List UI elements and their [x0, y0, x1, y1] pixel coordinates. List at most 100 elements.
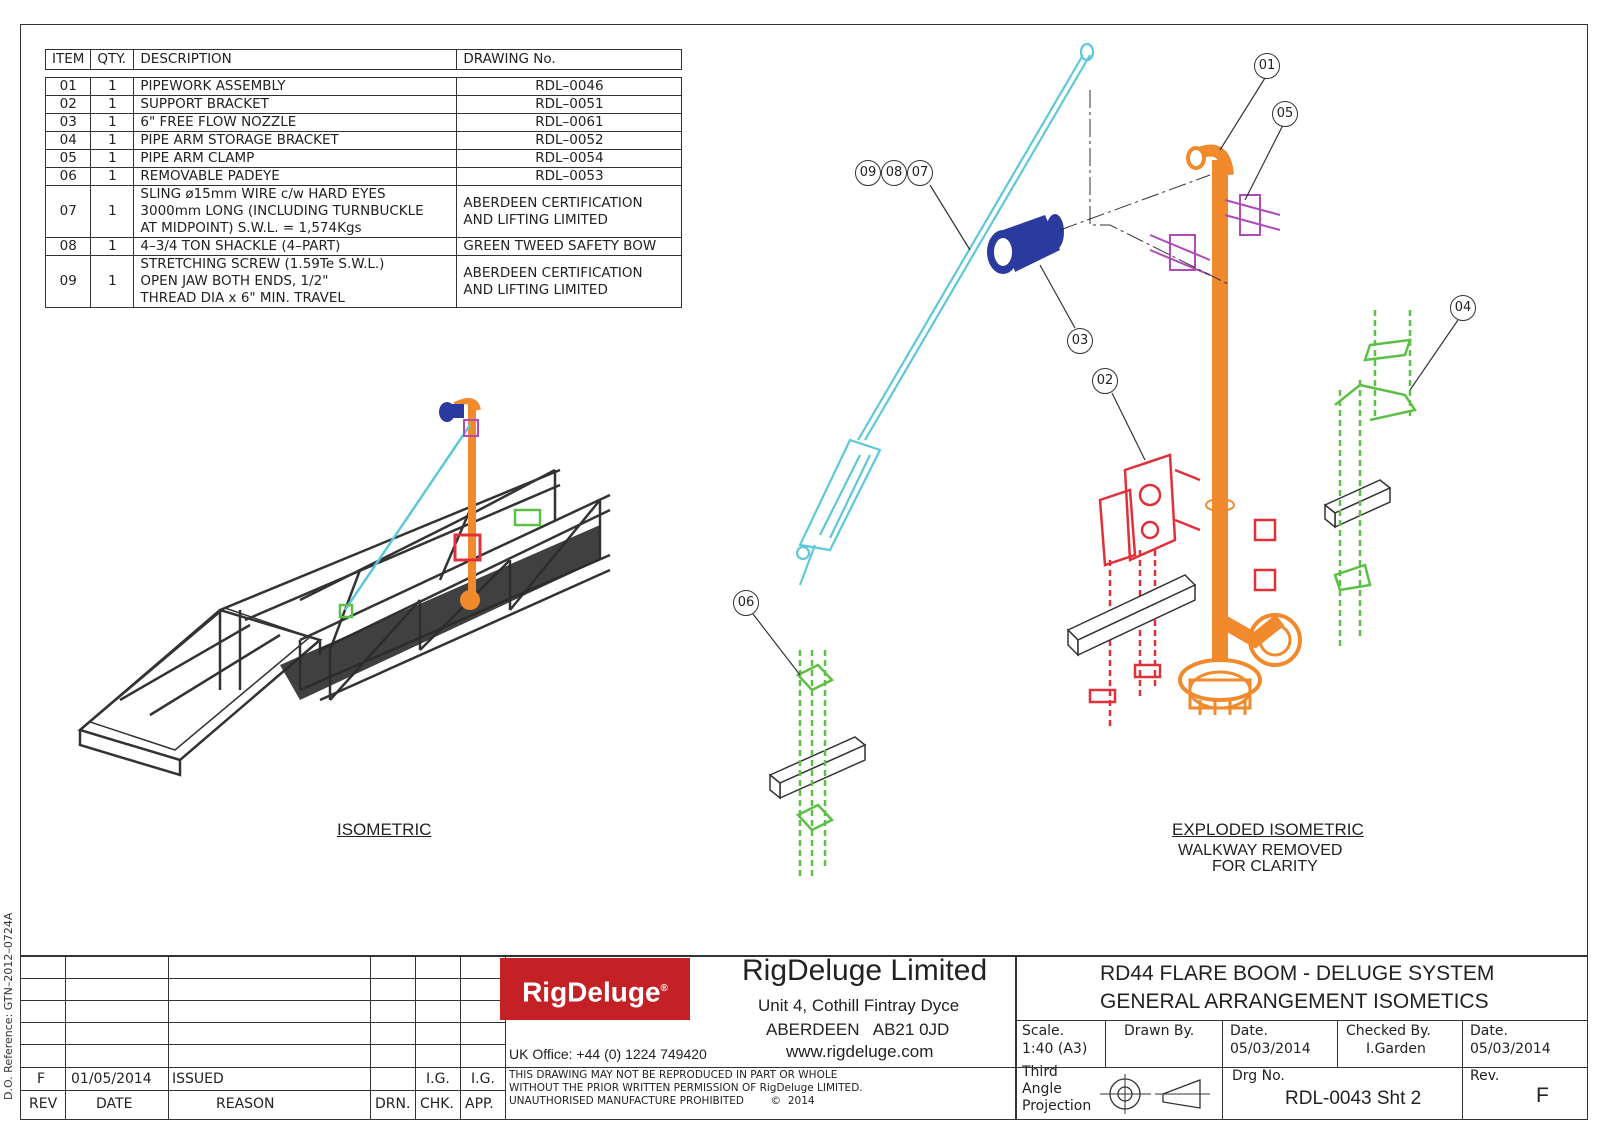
- exploded-sling: [795, 42, 1095, 586]
- callout-09: 09: [855, 160, 881, 186]
- do-reference: D.O. Reference: GTN–2012–0724A: [2, 912, 15, 1100]
- drawing-title-line-2: GENERAL ARRANGEMENT ISOMETICS: [1100, 990, 1489, 1013]
- scale-value: 1:40 (A3): [1022, 1041, 1088, 1057]
- rev-grid-line: [20, 1044, 505, 1045]
- title-grid-vline: [1337, 1020, 1338, 1067]
- bom-drawing-no: ABERDEEN CERTIFICATION AND LIFTING LIMIT…: [456, 255, 683, 308]
- title-grid-vline: [1462, 1020, 1463, 1120]
- bom-item: 03: [44, 113, 92, 132]
- rev-grid-vline: [505, 955, 506, 1120]
- table-row: 06 1 REMOVABLE PADEYE RDL–0053: [44, 167, 683, 186]
- callout-02: 02: [1092, 368, 1118, 394]
- third-angle-projection-icon: [1100, 1074, 1210, 1114]
- rev-header-drn: DRN.: [375, 1096, 411, 1112]
- rev-reason: ISSUED: [172, 1071, 224, 1087]
- drawing-title-line-1: RD44 FLARE BOOM - DELUGE SYSTEM: [1100, 962, 1495, 985]
- bom-header-qty: QTY.: [90, 49, 135, 70]
- rev-grid-line: [20, 1022, 505, 1023]
- rev-header-app: APP.: [465, 1096, 494, 1112]
- rev-header-chk: CHK.: [420, 1096, 454, 1112]
- rev-grid-vline: [370, 955, 371, 1120]
- table-row: 02 1 SUPPORT BRACKET RDL–0051: [44, 95, 683, 114]
- checked-by-label: Checked By.: [1346, 1023, 1431, 1039]
- callout-leaders: [752, 77, 1459, 676]
- exploded-view-label: EXPLODED ISOMETRIC: [1172, 820, 1364, 839]
- rev-header-rev: REV: [29, 1096, 58, 1112]
- bom-item: 05: [44, 149, 92, 168]
- callout-08: 08: [881, 160, 907, 186]
- rev-value: F: [37, 1071, 46, 1087]
- title-grid-vline: [1222, 1020, 1223, 1120]
- rev-grid-vline: [460, 955, 461, 1120]
- exploded-beams: [768, 479, 1392, 800]
- exploded-note-line-2: FOR CLARITY: [1212, 858, 1318, 875]
- rev-chk: I.G.: [426, 1071, 450, 1087]
- isometric-components: [338, 398, 542, 619]
- sheet-border: [20, 24, 1588, 1120]
- callout-07: 07: [907, 160, 933, 186]
- exploded-pipe: [1178, 144, 1302, 715]
- callout-03: 03: [1067, 328, 1093, 354]
- walkway-deck: [280, 525, 600, 700]
- scale-label: Scale.: [1022, 1023, 1065, 1039]
- iso-bracket: [453, 533, 482, 562]
- bom-description: SLING ø15mm WIRE c/w HARD EYES 3000mm LO…: [133, 185, 458, 238]
- table-row: 01 1 PIPEWORK ASSEMBLY RDL–0046: [44, 77, 683, 96]
- bill-of-materials-table: ITEM QTY. DESCRIPTION DRAWING No. 01 1 P…: [44, 49, 683, 308]
- callout-04: 04: [1450, 295, 1476, 321]
- bom-drawing-no: ABERDEEN CERTIFICATION AND LIFTING LIMIT…: [456, 185, 683, 238]
- title-grid-vline: [1105, 1020, 1106, 1067]
- bom-description: REMOVABLE PADEYE: [133, 167, 458, 186]
- title-block-top-line: [20, 955, 1588, 957]
- rev-header-reason: REASON: [216, 1096, 275, 1112]
- iso-pipe: [468, 400, 476, 600]
- drawing-number-value: RDL-0043 Sht 2: [1285, 1088, 1422, 1109]
- rev-header-date: DATE: [96, 1096, 133, 1112]
- callout-05: 05: [1272, 101, 1298, 127]
- company-address-2: ABERDEEN AB21 0JD: [766, 1020, 950, 1039]
- projection-line-1: Third: [1022, 1064, 1058, 1080]
- bom-item: 08: [44, 237, 92, 256]
- projection-line-3: Projection: [1022, 1098, 1092, 1114]
- bom-drawing-no: RDL–0054: [456, 149, 683, 168]
- bom-qty: 1: [90, 255, 135, 308]
- callout-01: 01: [1254, 53, 1280, 79]
- bom-item: 07: [44, 185, 92, 238]
- rev-grid-line: [20, 1090, 505, 1091]
- iso-padeye: [338, 603, 354, 619]
- title-grid-vline: [1015, 955, 1017, 1120]
- rev-grid-line: [20, 978, 505, 979]
- company-logo: RigDeluge®: [500, 958, 690, 1020]
- iso-valve: [460, 590, 480, 610]
- company-logo-text: RigDeluge: [522, 976, 661, 1008]
- isometric-view-label: ISOMETRIC: [337, 820, 432, 839]
- rev-grid-vline: [415, 955, 416, 1120]
- date2-value: 05/03/2014: [1470, 1041, 1551, 1057]
- exploded-note-line-1: WALKWAY REMOVED: [1178, 842, 1343, 859]
- company-website: www.rigdeluge.com: [786, 1042, 934, 1061]
- iso-storage-bracket: [513, 508, 542, 527]
- table-row: 03 1 6" FREE FLOW NOZZLE RDL–0061: [44, 113, 683, 132]
- table-row: 05 1 PIPE ARM CLAMP RDL–0054: [44, 149, 683, 168]
- rev-grid-line: [20, 1000, 505, 1001]
- company-name: RigDeluge Limited: [742, 954, 988, 987]
- bom-header-row: ITEM QTY. DESCRIPTION DRAWING No.: [44, 49, 683, 70]
- exploded-support-bracket: [1088, 453, 1277, 730]
- revision-value: F: [1536, 1084, 1549, 1107]
- exploded-storage-bracket: [1333, 310, 1418, 650]
- bom-description: STRETCHING SCREW (1.59Te S.W.L.) OPEN JA…: [133, 255, 458, 308]
- bom-description: PIPEWORK ASSEMBLY: [133, 77, 458, 96]
- date-label: Date.: [1230, 1023, 1268, 1039]
- copyright-notice-2: WITHOUT THE PRIOR WRITTEN PERMISSION OF …: [509, 1082, 863, 1094]
- callout-06: 06: [733, 590, 759, 616]
- rev-date: 01/05/2014: [71, 1071, 152, 1087]
- exploded-clamp: [1149, 194, 1281, 276]
- table-row: 09 1 STRETCHING SCREW (1.59Te S.W.L.) OP…: [44, 255, 683, 308]
- exploded-nozzle: [987, 214, 1064, 274]
- copyright-notice-1: THIS DRAWING MAY NOT BE REPRODUCED IN PA…: [509, 1069, 838, 1081]
- company-phone: UK Office: +44 (0) 1224 749420: [509, 1046, 707, 1062]
- drawn-by-label: Drawn By.: [1124, 1023, 1195, 1039]
- date-value: 05/03/2014: [1230, 1041, 1311, 1057]
